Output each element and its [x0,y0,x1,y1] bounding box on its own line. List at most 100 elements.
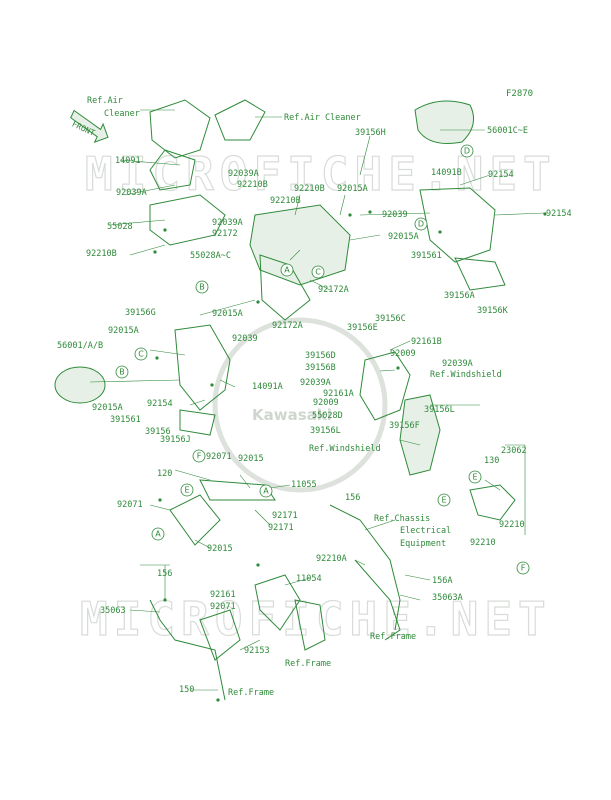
label: 39156E [347,323,378,333]
label: 35063A [432,593,463,603]
callout-a1: A [280,263,294,277]
label: 92171 [272,511,298,521]
label: 92154 [488,170,514,180]
part-air-duct-left [149,99,211,191]
part-inner-panel [359,351,411,421]
label: 92210B [294,184,325,194]
label: 92171 [268,523,294,533]
label: 92172A [272,321,303,331]
callout-c1: C [311,265,325,279]
svg-text:E: E [184,486,189,495]
part-lower-stay [149,599,241,701]
label: 56001/A/B [57,341,103,351]
label: Ref.Frame [285,659,331,669]
svg-text:F: F [521,564,526,573]
label: 92015A [337,184,368,194]
label: 92071 [210,602,236,612]
label: 92172 [212,229,238,239]
svg-text:C: C [138,350,144,359]
svg-text:D: D [464,147,470,156]
label: 39156H [355,128,386,138]
label: 55028A~C [190,251,231,261]
label: 92009 [313,398,339,408]
svg-text:A: A [284,266,290,275]
callout-a2: A [151,527,165,541]
leader-lines [89,109,546,691]
label: 39156D [305,351,336,361]
label: Ref.Air Cleaner [284,113,361,123]
callout-f2: F [192,449,206,463]
label: Ref.Windshield [430,370,502,380]
svg-text:B: B [119,368,125,377]
label: 92210B [86,249,117,259]
logo-text: Kawasaki [252,406,332,424]
callout-d2: D [414,217,428,231]
label: 39156L [424,405,455,415]
svg-text:E: E [472,473,477,482]
label: 92071 [206,452,232,462]
svg-text:A: A [155,530,161,539]
label: 39156G [125,308,156,318]
label: 14091B [431,168,462,178]
label: 92039A [116,188,147,198]
svg-text:E: E [441,496,446,505]
svg-text:C: C [315,268,321,277]
label: 92015A [212,309,243,319]
label: Ref.Frame [228,688,274,698]
label: 92161A [323,389,354,399]
label: 150 [179,685,194,695]
logo-ring [212,317,388,493]
part-upper-cowl [149,194,351,321]
label: 39156K [477,306,509,316]
label: 92009 [390,349,416,359]
label: 92172A [318,285,349,295]
part-stay-left [169,479,276,546]
label: 156 [345,493,360,503]
label: 92210B [237,180,268,190]
label: 39156F [389,421,420,431]
label: Ref.Chassis [374,514,430,524]
label: 56001C~E [487,126,528,136]
part-stay-rod [329,504,401,641]
diagram-code: F2870 [506,89,533,99]
label: 55028 [107,222,133,232]
label: 55028D [312,411,343,421]
label: 92161 [210,590,236,600]
label: 39156 [145,427,171,437]
label: 14091A [252,382,283,392]
label: Ref.Frame [370,632,416,642]
label: 39156C [375,314,406,324]
label: 92015A [388,232,419,242]
label: 92039A [442,359,473,369]
watermark-top: MICROFICHE.NET [85,147,557,201]
callout-e3: E [468,470,482,484]
label: 130 [484,456,499,466]
label: 391561 [110,415,141,425]
label: 92210B [270,196,301,206]
callout-f1: F [516,561,530,575]
label: 11055 [291,480,317,490]
callout-d1: D [460,144,474,158]
label: 92039A [228,169,259,179]
label: 120 [157,469,172,479]
label: Ref.Windshield [309,444,381,454]
part-air-duct-right [214,99,266,141]
part-mirror-left [54,366,106,404]
label: 92071 [117,500,143,510]
label: 92210A [316,554,347,564]
label: 39156L [310,426,341,436]
label: 39156B [305,363,336,373]
label: 92015 [238,454,264,464]
label: 92161B [411,337,442,347]
callout-e2: E [180,483,194,497]
label: 391561 [411,251,442,261]
label: Equipment [400,539,446,549]
label: 35063 [100,606,126,616]
label: 11054 [296,574,322,584]
label: 92154 [546,209,572,219]
label: 39156A [444,291,475,301]
part-mirror-right [414,100,475,144]
label: 92015 [207,544,233,554]
label: 92039 [232,334,258,344]
